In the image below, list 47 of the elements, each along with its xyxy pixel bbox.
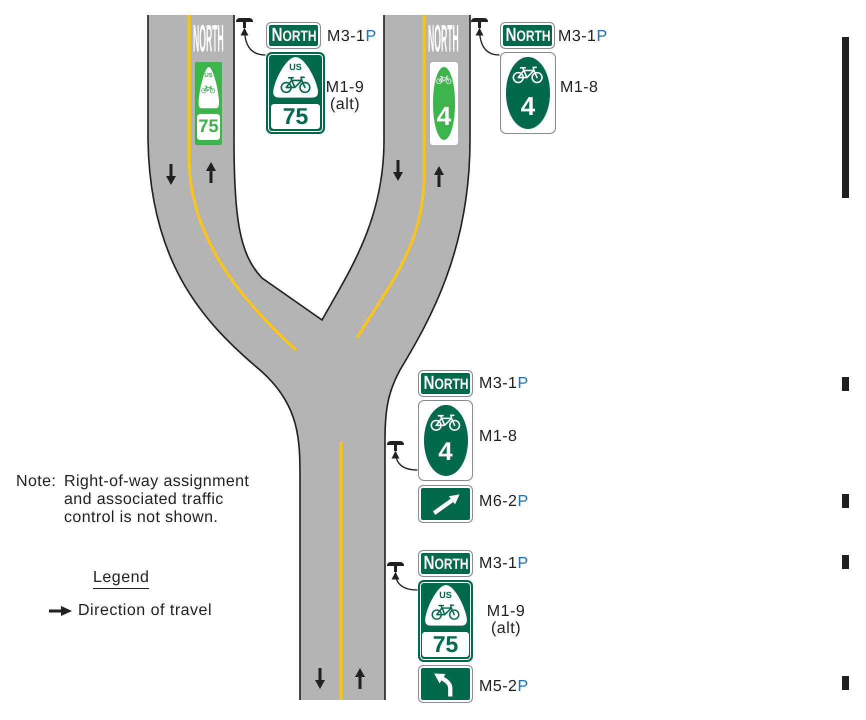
note-text: Note: Right-of-way assignment and associated traffic control is not shown.	[16, 473, 250, 527]
sign-code-label: M1-8	[560, 79, 598, 96]
route-sign	[266, 52, 325, 134]
route-sign	[418, 400, 473, 481]
legend-label: Direction of travel	[78, 602, 212, 620]
route-number: 75	[270, 104, 320, 130]
sign-code-label: M3-1P	[479, 375, 529, 392]
plaque-text: NORTH	[505, 26, 550, 46]
sign-code-label: M6-2P	[479, 493, 529, 510]
leader-arrow	[240, 28, 266, 56]
legend-title: Legend	[93, 569, 150, 589]
pavement-marking	[430, 62, 458, 145]
route-number: 4	[438, 440, 453, 466]
sign-plaque	[500, 22, 555, 49]
sign-code-label: M3-1P	[479, 555, 529, 572]
pavement-marking	[195, 62, 222, 145]
leader-arrow	[476, 28, 500, 56]
route-sign	[500, 52, 556, 134]
pavement-text: NORTH	[428, 26, 459, 55]
leader-arrow	[392, 450, 418, 471]
sign-post-symbol	[387, 440, 404, 451]
leader-arrow	[392, 572, 418, 591]
plaque-text: NORTH	[271, 26, 316, 46]
pavement-text: NORTH	[193, 26, 224, 55]
sign-code-label: M1-8	[479, 428, 518, 445]
sign-code-label: M1-9 (alt)	[324, 79, 366, 113]
sign-plaque	[418, 370, 473, 397]
sign-code-label: M1-9 (alt)	[486, 603, 526, 637]
route-label: US	[439, 590, 452, 600]
sign-code-label: M5-2P	[479, 678, 529, 695]
sign-post-symbol	[236, 17, 253, 28]
arrow-plaque	[418, 485, 473, 523]
plaque-text: NORTH	[423, 554, 468, 574]
route-sign	[418, 580, 473, 662]
route-number: 4	[520, 92, 536, 119]
plaque-text: NORTH	[423, 374, 468, 394]
sign-code-label: M3-1P	[558, 28, 608, 45]
sign-post-symbol	[387, 561, 404, 572]
route-label: US	[289, 62, 302, 72]
route-number: 4	[436, 103, 452, 130]
sign-code-label: M3-1P	[327, 28, 377, 45]
route-number: 75	[422, 632, 469, 658]
sign-post-symbol	[471, 17, 488, 28]
sign-plaque	[418, 550, 473, 577]
sign-plaque	[266, 22, 321, 49]
arrow-plaque	[418, 665, 473, 703]
route-number: 75	[197, 114, 220, 140]
